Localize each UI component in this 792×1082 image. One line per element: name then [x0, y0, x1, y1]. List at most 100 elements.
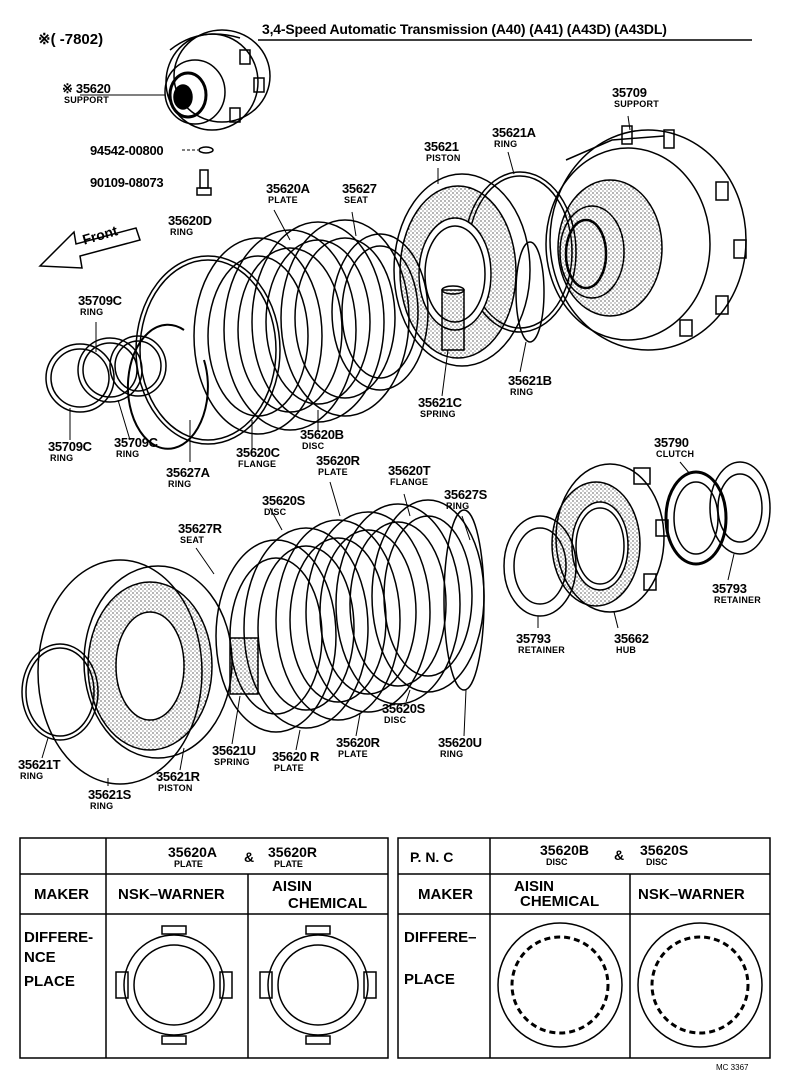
- part-number: 35621T: [18, 757, 61, 772]
- lower-clutch-pack-drawing: [215, 499, 485, 733]
- part-number: 35620U: [438, 735, 482, 750]
- table-left-maker-label: MAKER: [34, 886, 89, 903]
- table-left-amp: &: [244, 849, 255, 865]
- part-number: 35709C: [48, 439, 92, 454]
- disc-nsk-warner-drawing: [637, 922, 763, 1048]
- table-left-diff-line2: NCE: [24, 949, 56, 966]
- spring-35621U-drawing: [229, 637, 259, 695]
- part-name: PISTON: [158, 783, 193, 793]
- table-right-maker-1-line1: AISIN: [514, 878, 555, 895]
- table-left-maker-1: NSK–WARNER: [118, 886, 225, 903]
- part-number: 35620R: [336, 735, 380, 750]
- part-name: RING: [50, 453, 74, 463]
- table-right-diff-line2: PLACE: [404, 971, 455, 988]
- ring-35621S-drawing: [37, 559, 203, 785]
- disc-aisin-chemical-drawing: [497, 922, 623, 1048]
- part-name: RETAINER: [518, 645, 565, 655]
- part-name: PLATE: [274, 763, 304, 773]
- part-number: 35621A: [492, 125, 536, 140]
- part-name: CLUTCH: [656, 449, 695, 459]
- spring-35621C-drawing: [441, 285, 465, 351]
- table-left-maker-2-line1: AISIN: [272, 878, 313, 895]
- support-35620-drawing: [164, 29, 271, 131]
- table-left-pnc-b-name: PLATE: [274, 859, 303, 869]
- front-arrow-icon: [38, 227, 141, 269]
- table-left-diff-line3: PLACE: [24, 973, 75, 990]
- table-right-diff-line1: DIFFERE–: [404, 929, 477, 946]
- part-name: PLATE: [268, 195, 298, 205]
- table-right-pnc-b-name: DISC: [646, 857, 668, 867]
- part-number: 35621B: [508, 373, 552, 388]
- part-94542-drawing: [198, 146, 214, 154]
- part-name: RING: [168, 479, 192, 489]
- piston-35621-drawing: [393, 173, 531, 367]
- part-number: 94542-00800: [90, 143, 164, 158]
- part-name: PLATE: [338, 749, 368, 759]
- part-name: FLANGE: [238, 459, 277, 469]
- part-name: PISTON: [426, 153, 461, 163]
- snap-rings-35709C-drawing: [45, 335, 167, 413]
- part-number: 35709C: [78, 293, 122, 308]
- table-right-pnc-b: 35620S: [640, 842, 689, 858]
- plate-nsk-warner-drawing: [115, 925, 233, 1045]
- part-number: 35662: [614, 631, 649, 646]
- part-name: DISC: [264, 507, 287, 517]
- part-label: 94542-00800: [90, 143, 164, 158]
- part-number: 35627A: [166, 465, 210, 480]
- table-left-pnc-a: 35620A: [168, 844, 218, 860]
- table-left-pnc-a-name: PLATE: [174, 859, 203, 869]
- part-name: SUPPORT: [64, 95, 109, 105]
- part-number: 35621U: [212, 743, 256, 758]
- footer-code: MC 3367: [716, 1063, 749, 1072]
- part-name: RETAINER: [714, 595, 761, 605]
- part-number: 35620A: [266, 181, 310, 196]
- ring-35627A-drawing: [126, 323, 209, 450]
- part-number: 35790: [654, 435, 689, 450]
- table-right-pnc-a-name: DISC: [546, 857, 568, 867]
- part-number: 35621: [424, 139, 459, 154]
- part-name: RING: [494, 139, 518, 149]
- part-name: SEAT: [344, 195, 369, 205]
- bolt-90109-drawing: [196, 169, 212, 196]
- part-number: 35621S: [88, 787, 132, 802]
- part-number: 35621C: [418, 395, 462, 410]
- part-label: 90109-08073: [90, 176, 164, 189]
- part-number: 35620 R: [272, 749, 320, 764]
- retainer-35793-right-drawing: [709, 461, 771, 555]
- part-name: SEAT: [180, 535, 205, 545]
- part-number: 35620D: [168, 213, 212, 228]
- part-name: PLATE: [318, 467, 348, 477]
- ring-35621B-drawing: [515, 241, 545, 343]
- hub-35662-drawing: [551, 463, 669, 613]
- table-left-diff-line1: DIFFERE-: [24, 929, 94, 946]
- comparison-tables-lines: [19, 837, 771, 1059]
- part-number: 35709: [612, 85, 647, 100]
- part-name: RING: [446, 501, 470, 511]
- part-name: SPRING: [214, 757, 250, 767]
- table-right-maker-label: MAKER: [418, 886, 473, 903]
- part-name: SPRING: [420, 409, 456, 419]
